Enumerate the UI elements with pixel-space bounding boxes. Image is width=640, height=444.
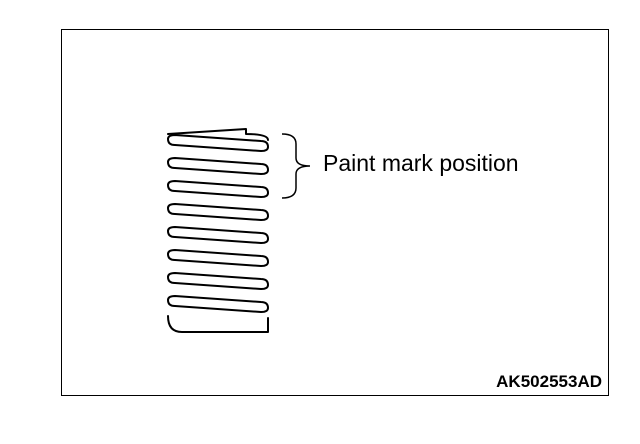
spring-coil-8 (167, 295, 269, 313)
spring-coil-6 (167, 249, 269, 267)
paint-mark-label: Paint mark position (323, 150, 519, 176)
spring-coil-2 (167, 157, 269, 175)
figure-frame (61, 29, 609, 396)
spring-coil-1 (167, 134, 269, 152)
spring-coil-7 (167, 272, 269, 290)
spring-coil-5 (167, 226, 269, 244)
coil-spring (167, 128, 269, 333)
spring-coil-4 (167, 203, 269, 221)
spring-bottom-end (167, 315, 269, 333)
spring-coil-3 (167, 180, 269, 198)
spring-top-end (167, 128, 269, 141)
paint-mark-brace (281, 133, 311, 199)
figure-id: AK502553AD (496, 372, 602, 391)
